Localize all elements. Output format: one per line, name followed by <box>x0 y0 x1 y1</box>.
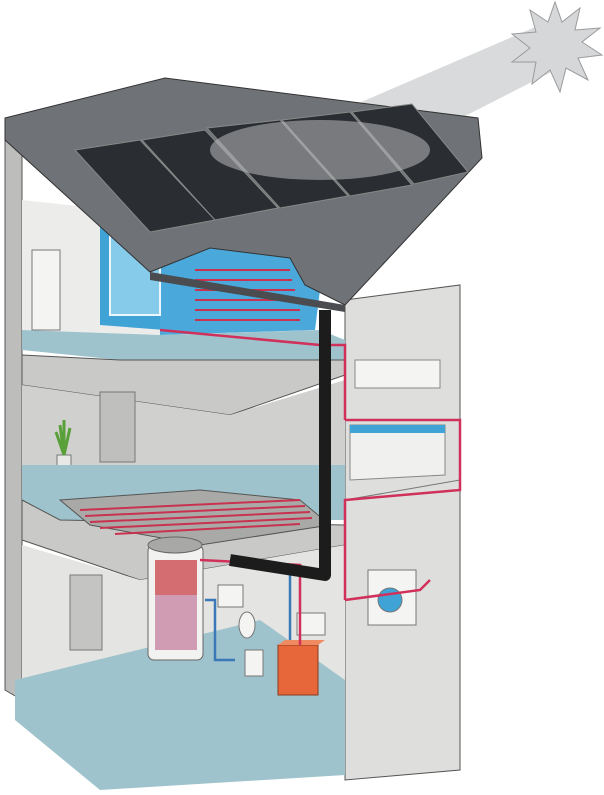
right-annex <box>344 284 461 781</box>
bathroom-floor <box>22 330 345 360</box>
roof-edge <box>150 272 345 312</box>
controller <box>296 612 326 636</box>
middle-door <box>99 391 136 463</box>
floor-heating-coil <box>79 499 313 535</box>
left-wall <box>4 127 23 701</box>
annex-floor-line <box>344 479 461 501</box>
boiler <box>277 640 325 696</box>
kitchen-counter <box>349 424 446 481</box>
solar-panel <box>141 129 279 221</box>
washing-machine-door <box>377 587 403 613</box>
water-softener <box>244 649 264 677</box>
kitchen-upper-cabinets <box>354 359 441 389</box>
sun-icon <box>510 0 604 94</box>
bathroom-door <box>31 249 61 331</box>
ground-door <box>69 574 103 651</box>
sunlight-spot <box>210 120 430 180</box>
solar-storage-tank <box>147 536 204 661</box>
kitchen-worktop <box>350 425 445 433</box>
flue-pipe <box>229 310 331 581</box>
expansion-vessel <box>238 611 256 639</box>
pump-station <box>217 584 244 608</box>
